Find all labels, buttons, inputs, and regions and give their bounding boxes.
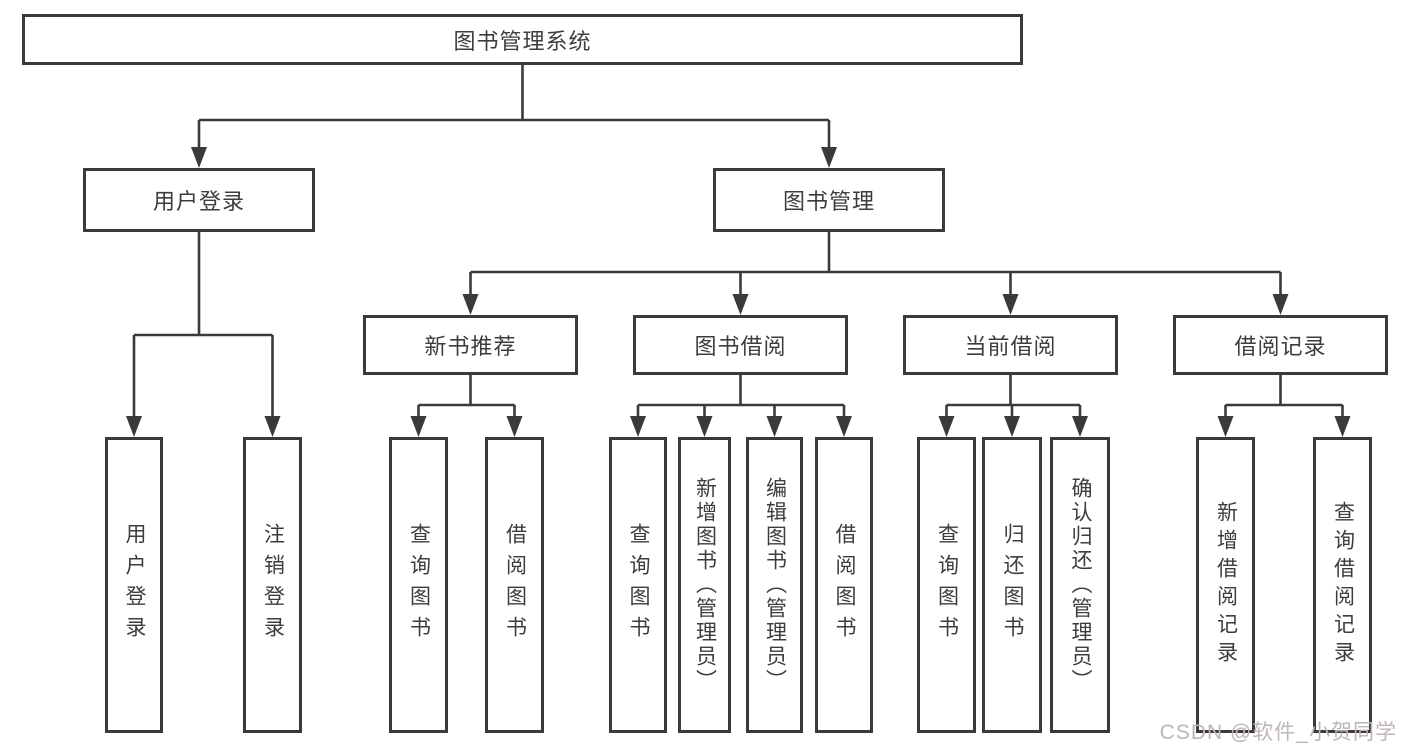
node-borrow-record: 借阅记录: [1173, 315, 1388, 375]
node-label: 查询图书: [407, 523, 431, 647]
node-label: 用户登录: [152, 189, 245, 214]
node-book-borrow: 图书借阅: [633, 315, 848, 375]
node-cb-query: 查询图书: [917, 437, 976, 733]
node-user-login: 用户登录: [83, 168, 315, 232]
node-label: 用户登录: [123, 523, 146, 647]
node-label: 新增图书（管理员）: [693, 477, 717, 693]
node-label: 图书管理系统: [453, 28, 592, 54]
node-cb-confirm: 确认归还（管理员）: [1050, 437, 1110, 733]
node-label: 借阅图书: [503, 523, 527, 647]
node-label: 编辑图书（管理员）: [763, 477, 787, 693]
node-label: 图书借阅: [694, 334, 787, 359]
node-leaf-user-login: 用户登录: [105, 437, 163, 733]
node-label: 归还图书: [1001, 523, 1024, 647]
watermark-text: CSDN @软件_小贺同学: [1159, 721, 1397, 744]
node-br-query: 查询借阅记录: [1313, 437, 1372, 733]
node-br-add: 新增借阅记录: [1196, 437, 1255, 733]
node-root: 图书管理系统: [22, 14, 1023, 65]
node-label: 注销登录: [261, 523, 285, 647]
node-label: 新增借阅记录: [1214, 501, 1238, 669]
node-label: 借阅记录: [1234, 334, 1327, 359]
node-bb-add: 新增图书（管理员）: [678, 437, 731, 733]
node-nbr-query: 查询图书: [389, 437, 448, 733]
node-nbr-borrow: 借阅图书: [485, 437, 544, 733]
node-bb-query: 查询图书: [609, 437, 667, 733]
node-label: 当前借阅: [964, 334, 1057, 359]
node-book-mgmt: 图书管理: [713, 168, 945, 232]
node-label: 查询借阅记录: [1331, 501, 1355, 669]
node-current-borrow: 当前借阅: [903, 315, 1118, 375]
node-cb-return: 归还图书: [982, 437, 1042, 733]
node-label: 查询图书: [935, 523, 959, 647]
node-new-book-rec: 新书推荐: [363, 315, 578, 375]
node-leaf-logout: 注销登录: [243, 437, 302, 733]
node-bb-edit: 编辑图书（管理员）: [746, 437, 803, 733]
node-label: 查询图书: [627, 523, 650, 647]
node-label: 新书推荐: [424, 334, 517, 359]
node-bb-borrow: 借阅图书: [815, 437, 873, 733]
node-label: 图书管理: [782, 189, 875, 214]
node-label: 确认归还（管理员）: [1069, 477, 1092, 693]
node-label: 借阅图书: [833, 523, 856, 647]
